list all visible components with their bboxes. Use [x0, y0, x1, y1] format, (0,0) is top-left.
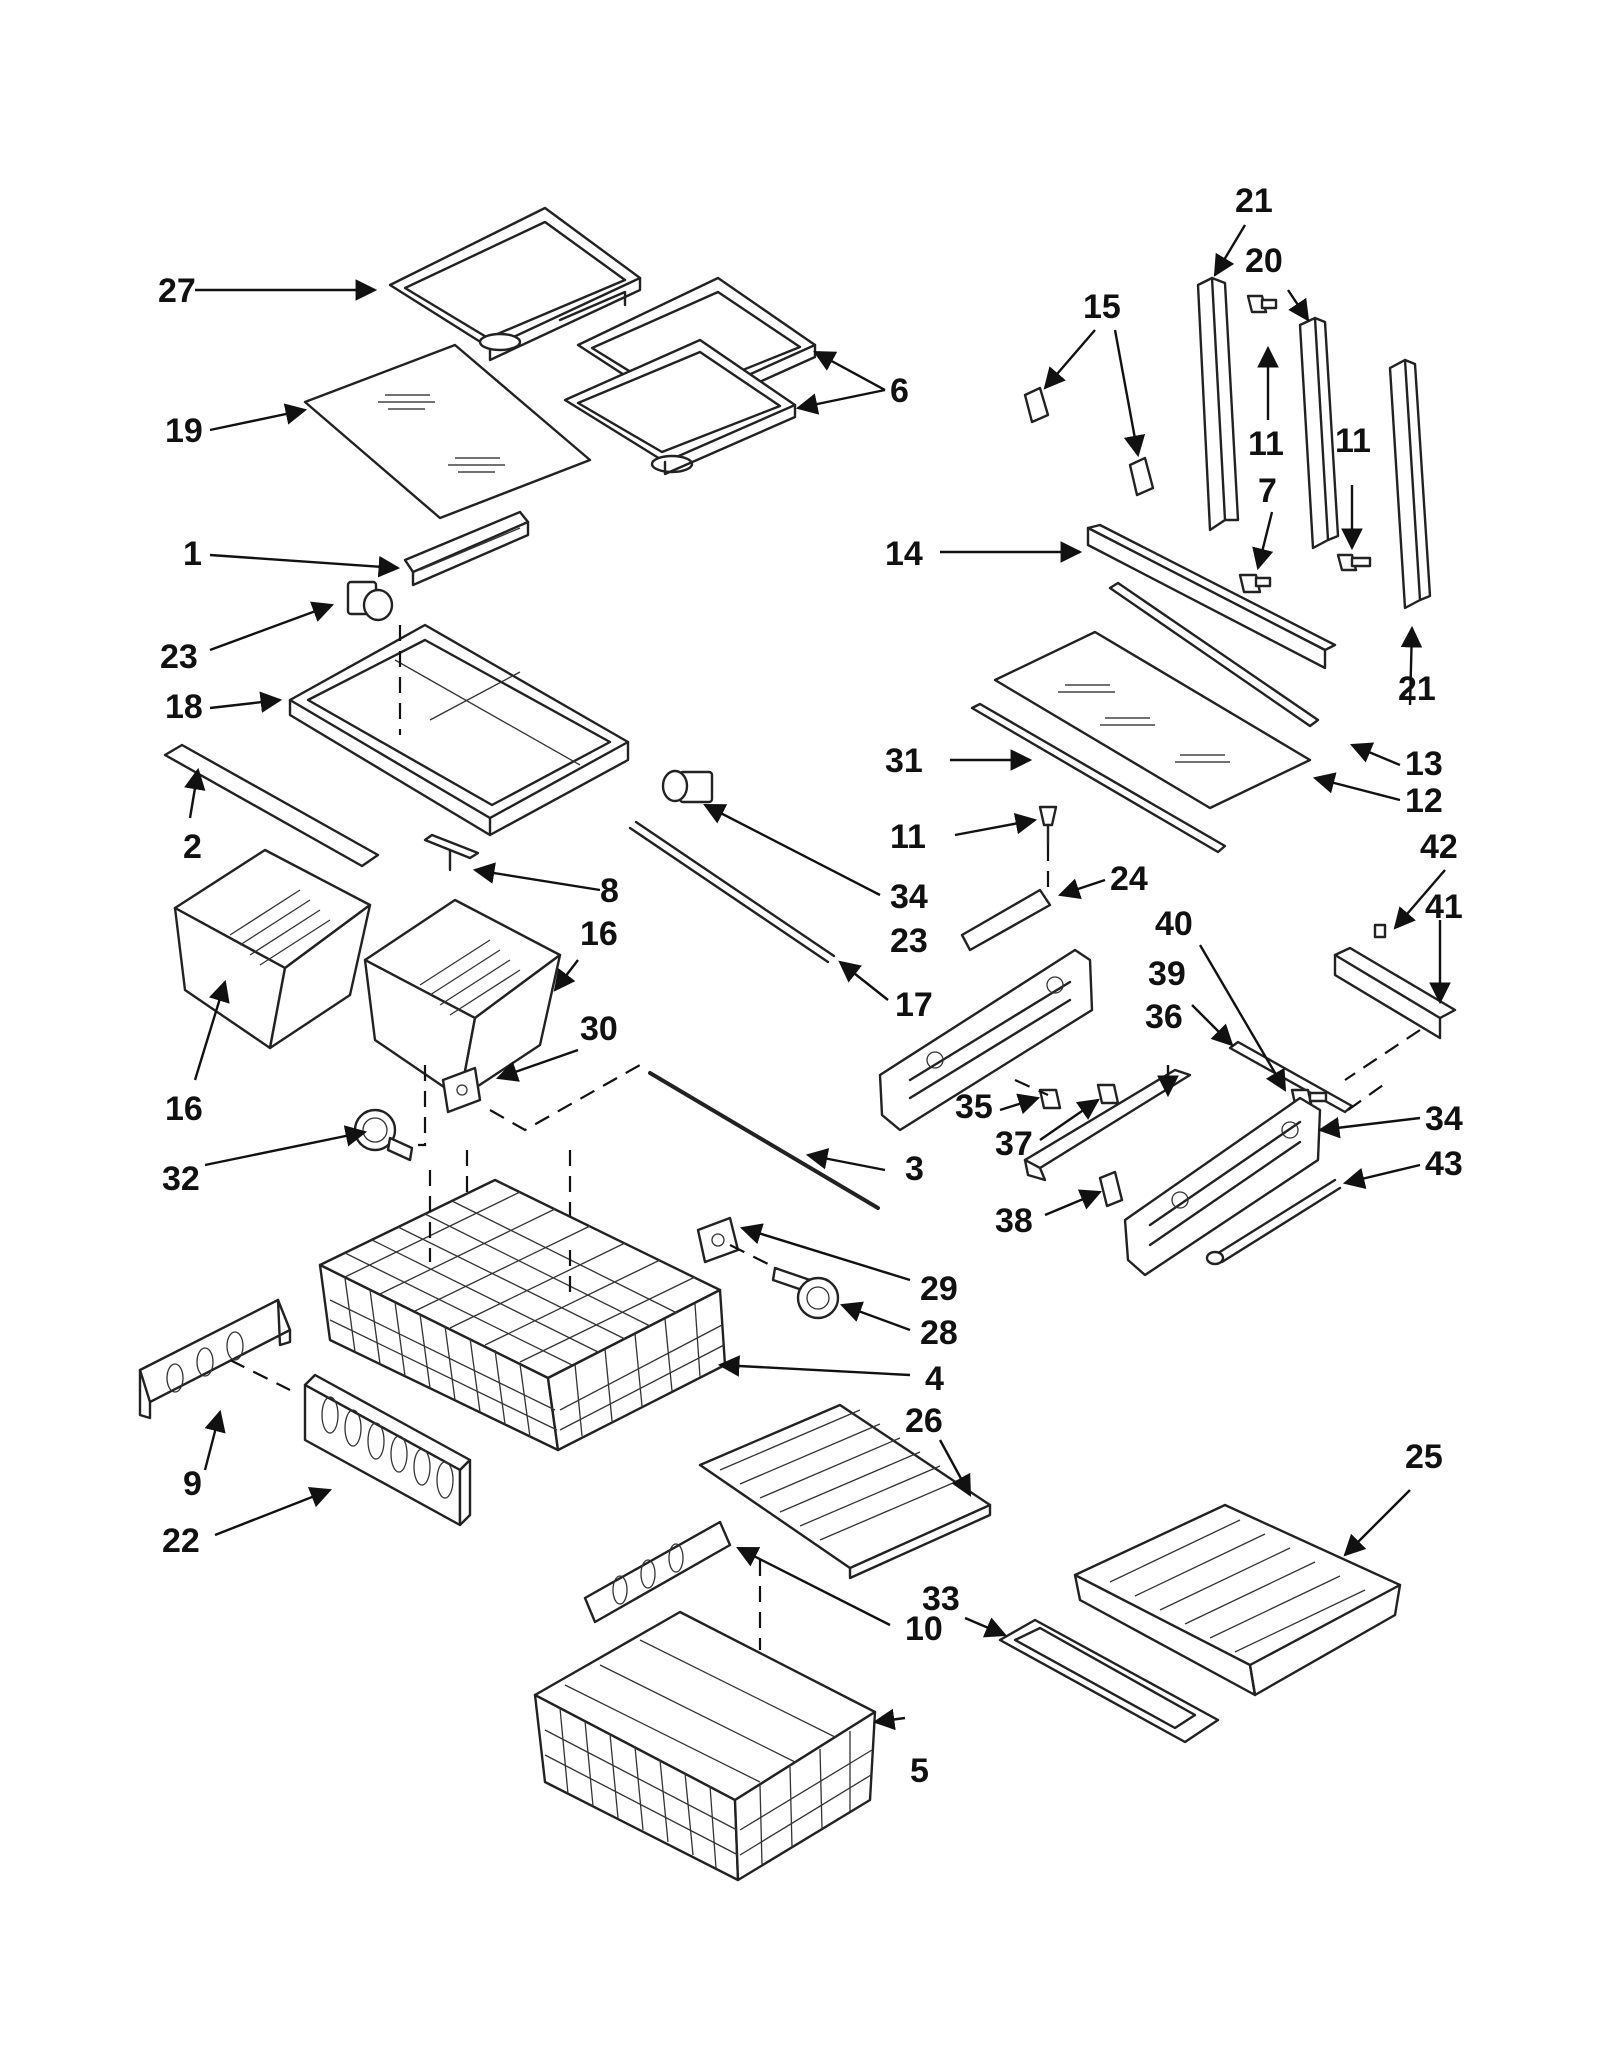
- knob-23-lower: [661, 769, 714, 804]
- crisper-drawer-16-right: [363, 898, 562, 1100]
- callout-28: 28: [920, 1314, 958, 1352]
- callout-27: 27: [158, 272, 196, 310]
- callout-19: 19: [165, 412, 203, 450]
- callout-24: 24: [1110, 860, 1148, 898]
- callout-38: 38: [995, 1202, 1033, 1240]
- callout-36: 36: [1145, 998, 1183, 1036]
- callout-15: 15: [1083, 288, 1121, 326]
- rail-21-left: [1196, 276, 1240, 532]
- trim-14: [1086, 523, 1337, 670]
- shelf-frame-27: [388, 206, 642, 362]
- callout-22: 22: [162, 1522, 200, 1560]
- callout-26: 26: [905, 1402, 943, 1440]
- rack-26: [698, 1403, 992, 1580]
- hook-43: [1205, 1178, 1342, 1266]
- screw-11-b: [1336, 553, 1372, 572]
- callout-35: 35: [955, 1088, 993, 1126]
- rail-21-right: [1388, 358, 1432, 610]
- leader-lines: [184, 224, 1451, 1731]
- screw-11-a: [1246, 294, 1278, 314]
- callout-17: 17: [895, 986, 933, 1024]
- rod-3: [648, 1071, 880, 1210]
- slide-bracket-34-left: [878, 948, 1094, 1132]
- callout-37: 37: [995, 1125, 1033, 1163]
- callout-30: 30: [580, 1010, 618, 1048]
- callout-29: 29: [920, 1270, 958, 1308]
- handle-33: [998, 1618, 1220, 1744]
- callout-11-b: 11: [1335, 422, 1371, 460]
- callout-23-lower: 23: [890, 922, 928, 960]
- gear-28: [771, 1266, 840, 1320]
- callout-12: 12: [1405, 782, 1443, 820]
- trim-13: [1108, 581, 1320, 728]
- callout-3: 3: [905, 1150, 924, 1188]
- glass-shelf-19: [303, 343, 592, 520]
- basket-end-9: [138, 1298, 292, 1420]
- callout-34-upper: 34: [890, 878, 928, 916]
- clip-42: [1373, 923, 1387, 939]
- rail-36: [1023, 1068, 1192, 1182]
- rail-1: [403, 510, 530, 587]
- wire-basket-5: [533, 1610, 877, 1882]
- crisper-cover-18: [288, 623, 630, 837]
- callout-33: 33: [922, 1580, 960, 1618]
- callout-5: 5: [910, 1752, 929, 1790]
- knob-23-upper: [346, 580, 394, 622]
- callout-23-upper: 23: [160, 638, 198, 676]
- callout-8: 8: [600, 872, 619, 910]
- clip-8: [423, 833, 480, 872]
- screw-11-c: [1038, 805, 1058, 847]
- bracket-41: [1333, 946, 1457, 1081]
- callout-11-a: 11: [1248, 425, 1284, 463]
- slide-bracket-34-right: [1123, 1096, 1322, 1277]
- crisper-drawer-16-left: [173, 848, 372, 1050]
- callout-16-right: 16: [580, 915, 618, 953]
- callout-13: 13: [1405, 745, 1443, 783]
- callout-20: 20: [1245, 242, 1283, 280]
- callout-43: 43: [1425, 1145, 1463, 1183]
- bracket-30: [418, 1064, 641, 1147]
- trim-31: [970, 702, 1227, 854]
- clip-15-a: [1023, 386, 1050, 424]
- callout-39: 39: [1148, 955, 1186, 993]
- glass-shelf-12: [993, 630, 1312, 810]
- callout-14: 14: [885, 535, 923, 573]
- callout-2: 2: [183, 828, 202, 866]
- callout-34-lower: 34: [1425, 1100, 1463, 1138]
- wire-basket-4: [318, 1170, 727, 1452]
- tray-25: [1073, 1503, 1402, 1697]
- callout-labels: 27 19 6 1 23 18 2 8 16 16 17 34 23 30 3 …: [158, 182, 1463, 1790]
- screw-35: [1014, 1078, 1062, 1110]
- callout-16-left: 16: [165, 1090, 203, 1128]
- rod-17: [628, 820, 836, 964]
- strip-2: [163, 743, 380, 868]
- callout-21-top: 21: [1235, 182, 1273, 220]
- callout-4: 4: [925, 1360, 944, 1398]
- callout-25: 25: [1405, 1438, 1443, 1476]
- callout-1: 1: [183, 535, 202, 573]
- callout-40: 40: [1155, 905, 1193, 943]
- callout-18: 18: [165, 688, 203, 726]
- bracket-38: [1098, 1170, 1124, 1208]
- callout-31: 31: [885, 742, 923, 780]
- clip-15-b: [1128, 456, 1155, 497]
- callout-42: 42: [1420, 828, 1458, 866]
- callout-11-c: 11: [890, 818, 926, 856]
- callout-10: 10: [905, 1610, 943, 1648]
- bracket-24: [960, 845, 1052, 952]
- callout-21-bottom: 21: [1398, 670, 1436, 708]
- basket-end-22: [303, 1373, 472, 1527]
- shelf-frame-6: [563, 276, 817, 476]
- divider-10: [583, 1520, 762, 1650]
- callout-6: 6: [890, 372, 909, 410]
- screw-7: [1238, 573, 1272, 594]
- screw-37: [1096, 1083, 1120, 1105]
- callout-41: 41: [1425, 888, 1463, 926]
- callout-32: 32: [162, 1160, 200, 1198]
- callout-9: 9: [183, 1465, 202, 1503]
- rail-20: [1298, 316, 1340, 550]
- callout-7: 7: [1258, 472, 1277, 510]
